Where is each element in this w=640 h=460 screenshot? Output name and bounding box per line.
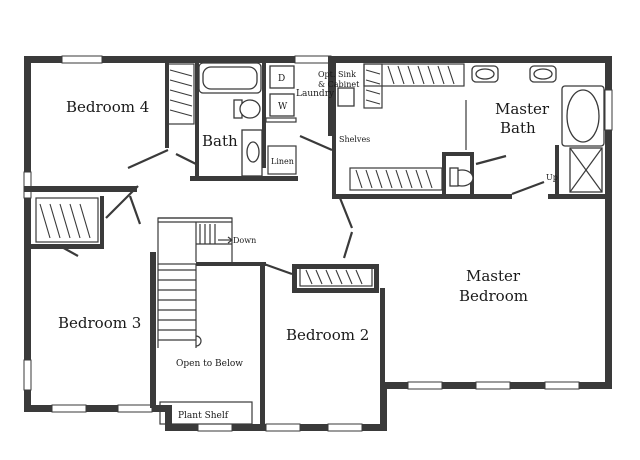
master-bedroom-label-line2: Bedroom [459, 287, 528, 305]
doors [59, 134, 545, 276]
laundry-label: Laundry [296, 89, 335, 99]
closet-hangers [35, 63, 467, 287]
down-label: Down [233, 236, 256, 245]
bedroom-3-label: Bedroom 3 [58, 314, 141, 332]
opt-sink-label: Opt. Sink [318, 70, 356, 79]
staircase [157, 217, 253, 425]
open-to-below-label: Open to Below [176, 359, 243, 369]
bath-label: Bath [202, 132, 238, 150]
interior-walls [24, 56, 612, 427]
cabinet-label: & Cabinet [318, 80, 360, 89]
washer-label: W [278, 102, 288, 112]
bedroom-2-label: Bedroom 2 [286, 326, 369, 344]
linen-label: Linen [271, 157, 294, 166]
master-bath-label-line2: Bath [500, 119, 536, 137]
master-bedroom-label-line1: Master [466, 267, 521, 285]
bath-fixtures [198, 62, 605, 193]
bedroom-4-label: Bedroom 4 [66, 98, 149, 116]
master-bath-label-line1: Master [495, 100, 550, 118]
up-label: Up [546, 173, 558, 182]
dryer-label: D [278, 74, 285, 84]
shelves-label: Shelves [339, 135, 370, 144]
plant-shelf-label: Plant Shelf [178, 411, 229, 421]
